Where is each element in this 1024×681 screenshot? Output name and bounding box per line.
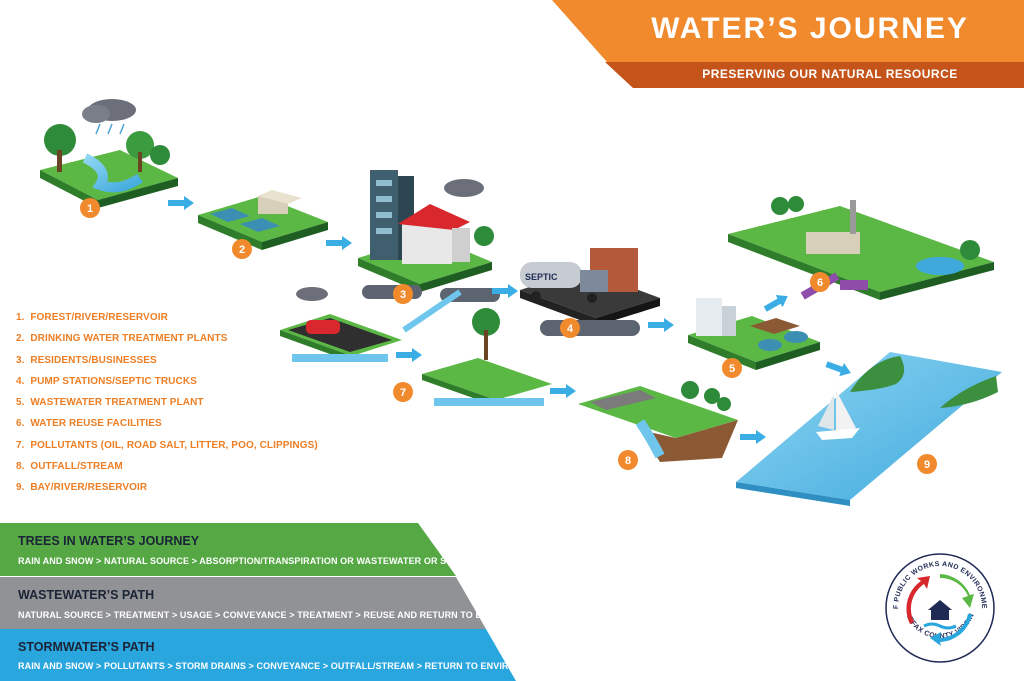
flow-arrow — [761, 290, 792, 316]
step-marker-3 — [393, 284, 413, 304]
legend-item: 4. PUMP STATIONS/SEPTIC TRUCKS — [16, 375, 197, 387]
step-number-6: 6 — [817, 277, 823, 289]
septic-truck-tile: SEPTIC — [520, 248, 660, 336]
treatment-plant-tile — [198, 190, 328, 250]
title-banner — [552, 0, 1024, 62]
flow-arrow — [648, 318, 674, 332]
water-wave-icon — [923, 622, 957, 630]
pollutants-tile — [280, 287, 552, 406]
step-marker-4 — [560, 318, 580, 338]
step-number-9: 9 — [924, 459, 930, 471]
residences-tile — [358, 170, 500, 302]
step-number-8: 8 — [625, 455, 631, 467]
forest-river-tile — [40, 99, 178, 208]
stormwater-path-title: STORMWATER’S PATH — [18, 640, 155, 654]
legend-item: 1. FOREST/RIVER/RESERVOIR — [16, 312, 168, 323]
step-number-5: 5 — [729, 363, 735, 375]
reuse-facility-tile — [728, 196, 994, 300]
house-icon — [928, 600, 952, 620]
legend-item: 9. BAY/RIVER/RESERVOIR — [16, 482, 148, 494]
legend-item: 8. OUTFALL/STREAM — [16, 461, 123, 473]
step-marker-8 — [618, 450, 638, 470]
flow-arrow — [550, 384, 576, 398]
wastewater-path-title: WASTEWATER’S PATH — [18, 588, 155, 602]
step-legend: 1. FOREST/RIVER/RESERVOIR 2. DRINKING WA… — [16, 312, 346, 504]
flow-arrow — [168, 196, 194, 210]
stormwater-path-band — [0, 629, 516, 681]
step-marker-6 — [810, 272, 830, 292]
trees-path-band — [0, 523, 456, 576]
step-number-7: 7 — [400, 387, 406, 399]
step-marker-1 — [80, 198, 100, 218]
wastewater-path-description: NATURAL SOURCE > TREATMENT > USAGE > CON… — [18, 610, 544, 620]
legend-item: 3. RESIDENTS/BUSINESSES — [16, 354, 157, 366]
step-number-2: 2 — [239, 244, 245, 256]
wastewater-plant-tile — [688, 298, 820, 370]
trees-path-description: RAIN AND SNOW > NATURAL SOURCE > ABSORPT… — [18, 556, 538, 566]
step-marker-7 — [393, 382, 413, 402]
legend-item: 7. POLLUTANTS (OIL, ROAD SALT, LITTER, P… — [16, 439, 318, 451]
step-marker-2 — [232, 239, 252, 259]
wastewater-path-band — [0, 577, 486, 629]
flow-arrow — [740, 430, 766, 444]
step-number-4: 4 — [567, 323, 574, 335]
flow-arrow — [396, 348, 422, 362]
legend-item: 5. WASTEWATER TREATMENT PLANT — [16, 397, 204, 409]
truck-label: SEPTIC — [525, 272, 558, 282]
step-number-1: 1 — [87, 203, 93, 215]
stormwater-pipe — [402, 289, 462, 333]
subtitle-banner — [605, 62, 1024, 88]
water-journey-diagram: 1 2 3 — [40, 99, 1002, 506]
legend-item: 6. WATER REUSE FACILITIES — [16, 418, 162, 430]
page-subtitle: PRESERVING OUR NATURAL RESOURCE — [702, 67, 958, 81]
step-marker-9 — [917, 454, 937, 474]
bay-tile — [736, 352, 1002, 506]
page-title: WATER’S JOURNEY — [651, 12, 969, 45]
trees-path-title: TREES IN WATER’S JOURNEY — [18, 534, 200, 548]
department-seal: DEPARTMENT OF PUBLIC WORKS AND ENVIRONME… — [884, 552, 995, 663]
recycle-arrows-icon — [906, 574, 974, 646]
flow-arrow — [326, 236, 352, 250]
stormwater-path-description: RAIN AND SNOW > POLLUTANTS > STORM DRAIN… — [18, 661, 549, 671]
step-marker-5 — [722, 358, 742, 378]
step-number-3: 3 — [400, 289, 406, 301]
flow-arrow — [824, 357, 854, 380]
outfall-tile — [578, 381, 738, 462]
legend-item: 2. DRINKING WATER TREATMENT PLANTS — [16, 333, 228, 345]
